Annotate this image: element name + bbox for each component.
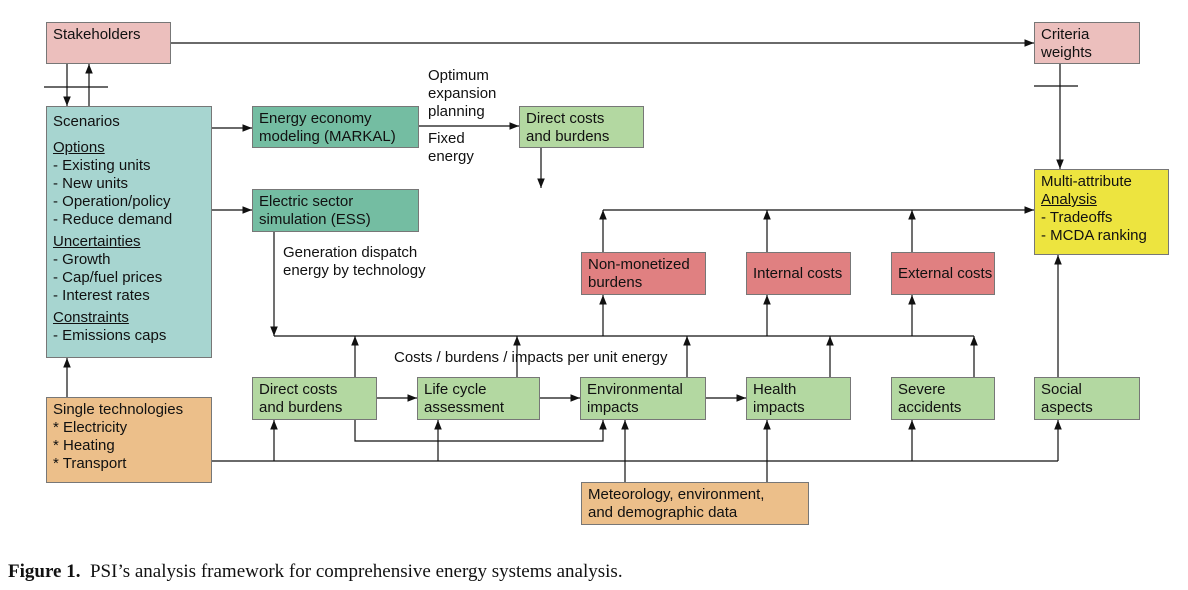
electric-sector-box: Electric sector simulation (ESS) [252, 189, 419, 232]
criteria-weights-line-2: weights [1041, 44, 1092, 61]
meteorology-box: Meteorology, environment, and demographi… [581, 482, 809, 525]
option-item: - Existing units [53, 157, 151, 174]
severe-line-2: accidents [898, 399, 962, 416]
electric-sector-line-1: Electric sector [259, 193, 354, 210]
direct-costs-top-line-2: and burdens [526, 128, 610, 145]
direct-costs-top-line-1: Direct costs [526, 110, 605, 127]
severe-accidents-box: Severe accidents [891, 377, 995, 420]
energy-economy-box: Energy economy modeling (MARKAL) [252, 106, 419, 148]
scenarios-box: Scenarios Options - Existing units - New… [46, 106, 212, 358]
environmental-impacts-box: Environmental impacts [580, 377, 706, 420]
fixed-energy-label: Fixed energy [428, 130, 474, 166]
optimum-line: expansion [428, 85, 497, 102]
stakeholders-label: Stakeholders [53, 26, 141, 43]
environmental-line-2: impacts [587, 399, 639, 416]
fixed-line: energy [428, 148, 474, 165]
option-item: - Operation/policy [53, 193, 171, 210]
criteria-weights-box: Criteria weights [1034, 22, 1140, 64]
energy-economy-line-2: modeling (MARKAL) [259, 128, 396, 145]
optimum-line: Optimum [428, 67, 489, 84]
health-line-2: impacts [753, 399, 805, 416]
stakeholders-box: Stakeholders [46, 22, 171, 64]
mcda-line-2: Analysis [1041, 191, 1097, 208]
internal-costs-box: Internal costs [746, 252, 851, 295]
constraint-item: - Emissions caps [53, 327, 167, 344]
electric-sector-line-2: simulation (ESS) [259, 211, 371, 228]
optimum-line: planning [428, 103, 485, 120]
environmental-line-1: Environmental [587, 381, 683, 398]
scenarios-title: Scenarios [53, 113, 120, 130]
energy-economy-line-1: Energy economy [259, 110, 372, 127]
social-line-1: Social [1041, 381, 1082, 398]
social-aspects-box: Social aspects [1034, 377, 1140, 420]
per-unit-energy-label: Costs / burdens / impacts per unit energ… [394, 349, 668, 366]
lca-box: Life cycle assessment [417, 377, 540, 420]
meteorology-line-1: Meteorology, environment, [588, 486, 765, 503]
health-impacts-box: Health impacts [746, 377, 851, 420]
lca-line-2: assessment [424, 399, 505, 416]
direct-costs-bottom-box: Direct costs and burdens [252, 377, 377, 420]
meteorology-line-2: and demographic data [588, 504, 738, 521]
single-tech-title: Single technologies [53, 401, 184, 418]
fixed-line: Fixed [428, 130, 465, 147]
figure-caption: Figure 1. PSI’s analysis framework for c… [8, 561, 623, 583]
single-technologies-box: Single technologies * Electricity * Heat… [46, 397, 212, 483]
external-costs-box: External costs [891, 252, 995, 295]
single-tech-item: * Electricity [53, 419, 128, 436]
direct-costs-bottom-line-2: and burdens [259, 399, 343, 416]
mcda-item: - Tradeoffs [1041, 209, 1113, 226]
non-monetized-line-1: Non-monetized [588, 256, 690, 273]
severe-line-1: Severe [898, 381, 946, 398]
optimum-label: Optimum expansion planning [428, 67, 496, 121]
options-heading: Options [53, 139, 105, 156]
mcda-box: Multi-attribute Analysis - Tradeoffs - M… [1034, 169, 1169, 255]
direct-costs-top-box: Direct costs and burdens [519, 106, 644, 148]
criteria-weights-line-1: Criteria [1041, 26, 1090, 43]
dispatch-label: Generation dispatch energy by technology [283, 244, 426, 280]
dispatch-line: energy by technology [283, 262, 426, 279]
uncertainty-item: - Cap/fuel prices [53, 269, 163, 286]
internal-costs-label: Internal costs [753, 265, 843, 282]
social-line-2: aspects [1041, 399, 1093, 416]
uncertainty-item: - Interest rates [53, 287, 150, 304]
option-item: - Reduce demand [53, 211, 173, 228]
dispatch-line: Generation dispatch [283, 244, 418, 261]
option-item: - New units [53, 175, 129, 192]
non-monetized-box: Non-monetized burdens [581, 252, 706, 295]
single-tech-item: * Transport [53, 455, 127, 472]
health-line-1: Health [753, 381, 797, 398]
mcda-item: - MCDA ranking [1041, 227, 1147, 244]
single-tech-item: * Heating [53, 437, 115, 454]
direct-costs-bottom-line-1: Direct costs [259, 381, 338, 398]
lca-line-1: Life cycle [424, 381, 487, 398]
mcda-line-1: Multi-attribute [1041, 173, 1132, 190]
non-monetized-line-2: burdens [588, 274, 643, 291]
caption-text: PSI’s analysis framework for comprehensi… [89, 561, 623, 582]
uncertainties-heading: Uncertainties [53, 233, 141, 250]
constraints-heading: Constraints [53, 309, 129, 326]
uncertainty-item: - Growth [53, 251, 111, 268]
external-costs-label: External costs [898, 265, 993, 282]
caption-label: Figure 1. [8, 561, 81, 582]
